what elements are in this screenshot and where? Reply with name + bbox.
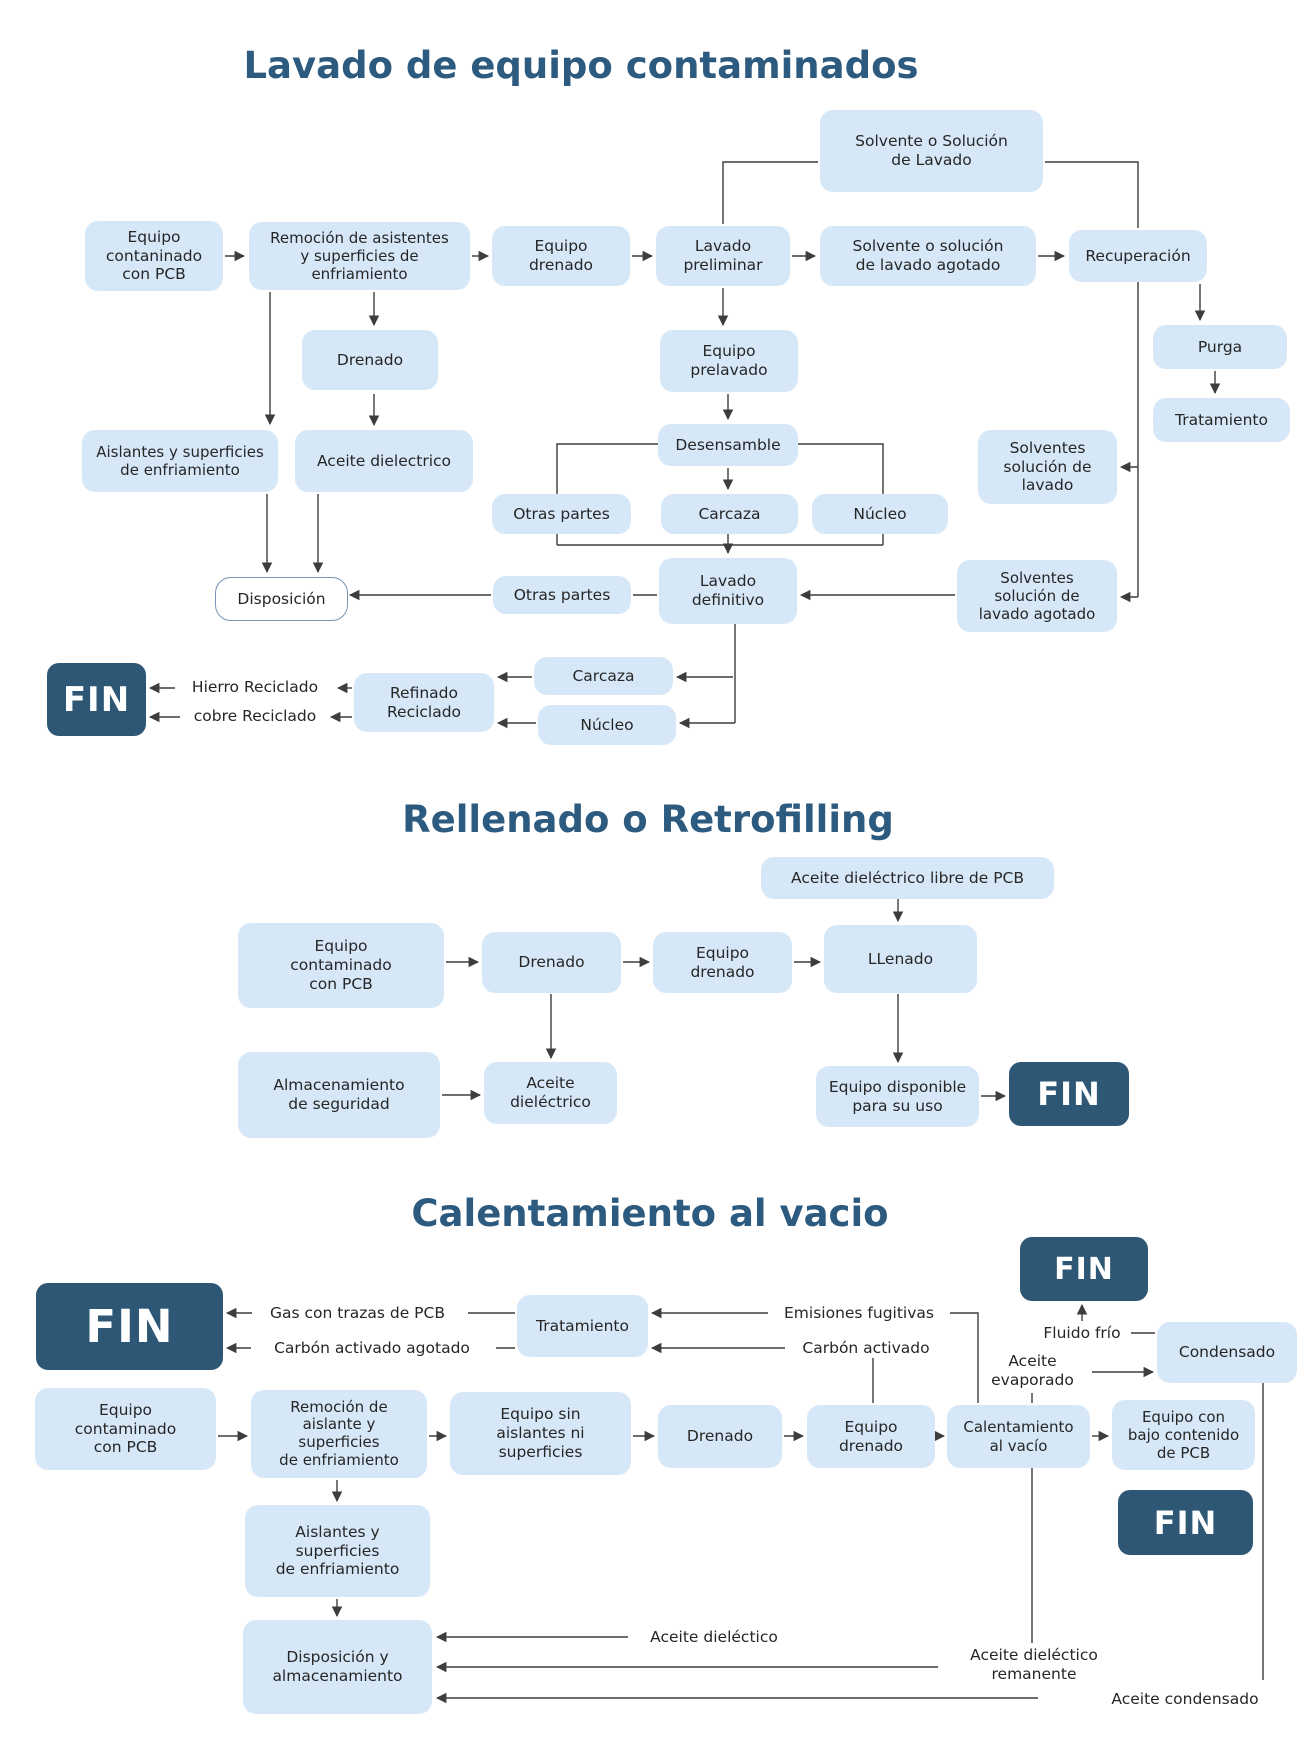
- node-disposicion-1: Disposición: [215, 577, 348, 621]
- node-aceite-dielectrico-2: Aceite dieléctrico: [484, 1062, 617, 1124]
- node-otras-partes-a: Otras partes: [492, 494, 631, 534]
- node-disposicion-almacenamiento: Disposición y almacenamiento: [243, 1620, 432, 1714]
- node-remocion-asistentes: Remoción de asistentes y superficies de …: [249, 222, 470, 290]
- fin-badge-2: FIN: [1009, 1062, 1129, 1126]
- node-equipo-contaminado-pcb-2: Equipo contaminado con PCB: [238, 923, 444, 1008]
- node-drenado-1: Drenado: [302, 330, 438, 390]
- node-equipo-contaminado-pcb-3: Equipo contaminado con PCB: [35, 1388, 216, 1470]
- edge-label-gas-trazas-pcb: Gas con trazas de PCB: [270, 1304, 445, 1322]
- fin-badge-5: FIN: [1118, 1490, 1253, 1555]
- node-nucleo-a: Núcleo: [812, 494, 948, 534]
- node-refinado-reciclado: Refinado Reciclado: [354, 673, 494, 732]
- node-equipo-drenado-2: Equipo drenado: [653, 932, 792, 993]
- node-aislantes-superficies-1: Aislantes y superficies de enfriamiento: [82, 430, 278, 492]
- node-tratamiento-1: Tratamiento: [1153, 398, 1290, 442]
- node-lavado-preliminar: Lavado preliminar: [656, 226, 790, 286]
- node-equipo-sin-aislantes: Equipo sin aislantes ni superficies: [450, 1392, 631, 1475]
- edge-label-cobre-reciclado: cobre Reciclado: [193, 707, 317, 725]
- edge-label-hierro-reciclado: Hierro Reciclado: [191, 678, 319, 696]
- node-lavado-definitivo: Lavado definitivo: [659, 558, 797, 624]
- node-condensado: Condensado: [1157, 1322, 1297, 1383]
- fin-badge-4: FIN: [1020, 1237, 1148, 1301]
- node-solvente-solucion-lavado: Solvente o Solución de Lavado: [820, 110, 1043, 192]
- fin-badge-1: FIN: [47, 663, 146, 736]
- fin-badge-3: FIN: [36, 1283, 223, 1370]
- node-drenado-2: Drenado: [482, 932, 621, 993]
- edge-label-aceite-remanente: Aceite dieléctico remanente: [970, 1646, 1098, 1683]
- edge-label-carbon-activado: Carbón activado: [802, 1339, 930, 1357]
- node-recuperacion: Recuperación: [1069, 230, 1207, 282]
- node-equipo-contaminado-pcb-1: Equipo contaninado con PCB: [85, 221, 223, 291]
- node-aceite-dielectrico-1: Aceite dielectrico: [295, 430, 473, 492]
- edge-label-emisiones-fugitivas: Emisiones fugitivas: [784, 1304, 934, 1322]
- node-equipo-drenado-1: Equipo drenado: [492, 226, 630, 286]
- node-equipo-disponible: Equipo disponible para su uso: [816, 1066, 979, 1127]
- section-title-rellenado: Rellenado o Retrofilling: [402, 798, 894, 841]
- node-purga: Purga: [1153, 325, 1287, 369]
- node-desensamble: Desensamble: [658, 424, 798, 466]
- node-equipo-prelavado: Equipo prelavado: [660, 330, 798, 392]
- node-aislantes-superficies-3: Aislantes y superficies de enfriamiento: [245, 1505, 430, 1597]
- node-almacenamiento-seguridad: Almacenamiento de seguridad: [238, 1052, 440, 1138]
- node-llenado: LLenado: [824, 925, 977, 993]
- node-solventes-solucion-lavado: Solventes solución de lavado: [978, 430, 1117, 504]
- node-otras-partes-b: Otras partes: [493, 576, 631, 614]
- edge-label-aceite-dielectico: Aceite dieléctico: [650, 1628, 778, 1646]
- edge-label-aceite-condensado: Aceite condensado: [1111, 1690, 1259, 1708]
- node-calentamiento-vacio: Calentamiento al vacío: [947, 1405, 1090, 1468]
- node-aceite-libre-pcb: Aceite dieléctrico libre de PCB: [761, 857, 1054, 899]
- edge-label-fluido-frio: Fluido frío: [1043, 1324, 1121, 1342]
- node-remocion-aislante-3: Remoción de aislante y superficies de en…: [251, 1390, 427, 1478]
- node-tratamiento-3: Tratamiento: [517, 1295, 648, 1357]
- edge-label-aceite-evaporado: Aceite evaporado: [991, 1352, 1074, 1389]
- node-carcaza-a: Carcaza: [661, 494, 798, 534]
- node-drenado-3: Drenado: [658, 1405, 782, 1468]
- node-solvente-solucion-agotado: Solvente o solución de lavado agotado: [820, 226, 1036, 286]
- node-equipo-bajo-contenido: Equipo con bajo contenido de PCB: [1112, 1400, 1255, 1470]
- section-title-calentamiento: Calentamiento al vacio: [411, 1192, 889, 1235]
- node-equipo-drenado-3: Equipo drenado: [807, 1405, 935, 1468]
- node-nucleo-b: Núcleo: [538, 705, 676, 745]
- node-solventes-lavado-agotado: Solventes solución de lavado agotado: [957, 560, 1117, 632]
- section-title-lavado: Lavado de equipo contaminados: [243, 44, 919, 87]
- edge-label-carbon-activado-agotado: Carbón activado agotado: [274, 1339, 470, 1357]
- node-carcaza-b: Carcaza: [534, 657, 673, 695]
